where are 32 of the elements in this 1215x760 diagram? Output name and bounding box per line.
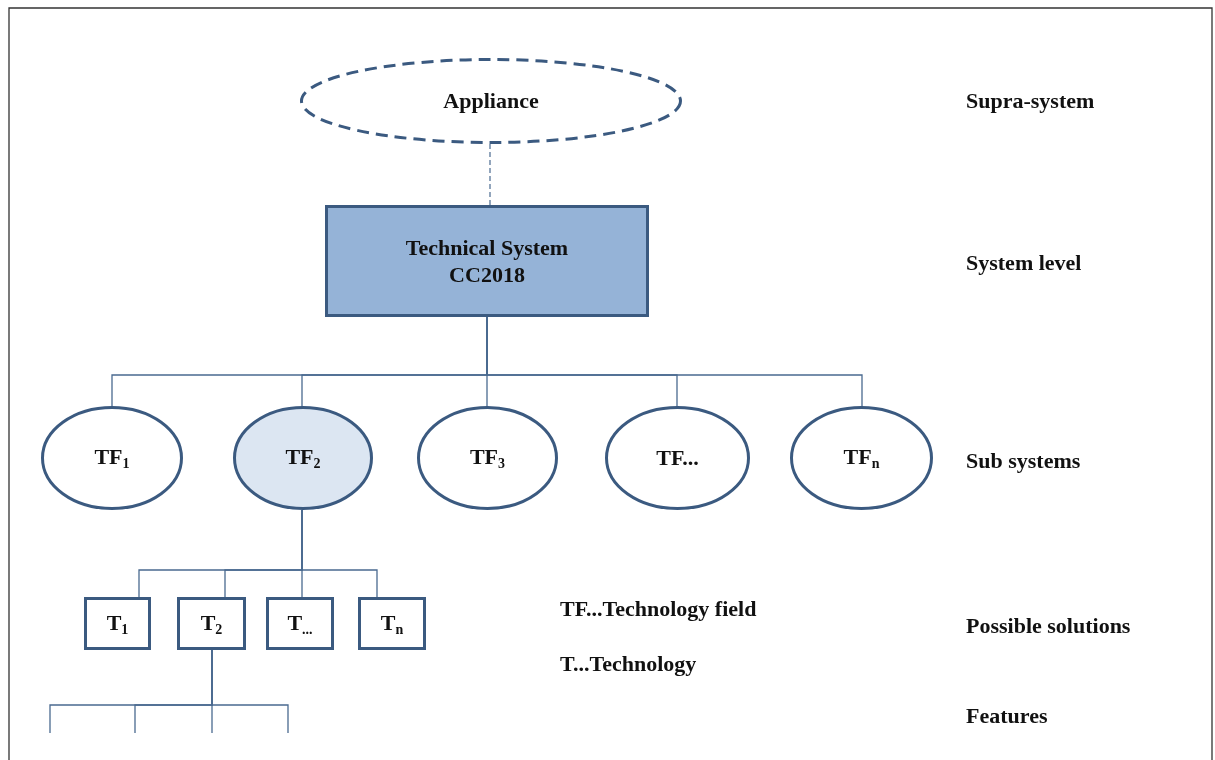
node-label: T$_{1}$ bbox=[106, 608, 129, 639]
system-box bbox=[325, 205, 649, 317]
node-label: T$_{2}$ bbox=[200, 608, 223, 639]
dashed-ellipse-node bbox=[300, 58, 682, 144]
node-label: TF$_{n}$ bbox=[843, 443, 880, 473]
level-label: Possible solutions bbox=[966, 613, 1131, 639]
node-label: T$_{...}$ bbox=[287, 608, 313, 639]
connector-line bbox=[211, 649, 289, 734]
node-label: TF$_{3}$ bbox=[469, 443, 506, 473]
node-label: TF... bbox=[656, 444, 699, 472]
level-label: System level bbox=[966, 250, 1082, 276]
level-label: Supra-system bbox=[966, 88, 1095, 114]
ellipse-node bbox=[605, 406, 750, 510]
ellipse-node bbox=[417, 406, 558, 510]
legend-note: T...Technology bbox=[560, 651, 697, 677]
level-label: Features bbox=[966, 703, 1048, 729]
technology-box bbox=[358, 597, 426, 650]
technology-box bbox=[177, 597, 246, 650]
ellipse-node bbox=[41, 406, 183, 510]
legend-note: TF...Technology field bbox=[560, 596, 757, 622]
node-label: T$_{n}$ bbox=[380, 608, 404, 639]
ellipse-node bbox=[233, 406, 373, 510]
technology-box bbox=[266, 597, 334, 650]
node-label: TF$_{2}$ bbox=[285, 443, 321, 473]
connector-line bbox=[301, 509, 378, 598]
level-label: Sub systems bbox=[966, 448, 1081, 474]
connector-line bbox=[489, 143, 491, 206]
node-label: TF$_{1}$ bbox=[94, 443, 130, 473]
node-label: Technical System CC2018 bbox=[404, 233, 570, 289]
technology-box bbox=[84, 597, 151, 650]
node-label: Appliance bbox=[443, 87, 539, 115]
ellipse-node bbox=[790, 406, 933, 510]
